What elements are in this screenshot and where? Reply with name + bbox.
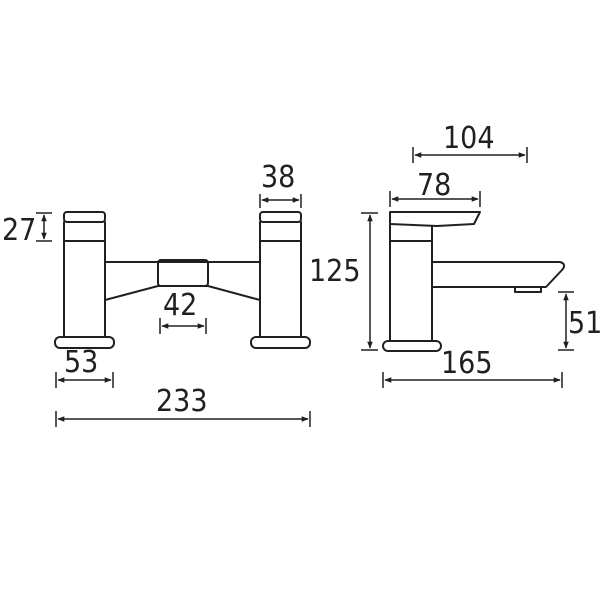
right-handle-cap [259, 211, 302, 223]
dim-label-78: 78 [417, 168, 451, 203]
left-handle-cap [63, 211, 106, 223]
left-base [54, 336, 115, 349]
side-spout [431, 261, 566, 288]
left-handle-band [63, 221, 106, 242]
side-handle-band [389, 223, 433, 242]
right-pillar-body [259, 240, 302, 338]
dim-label-125: 125 [309, 254, 361, 289]
dim-front-spout-width: 42 [159, 288, 207, 334]
dim-front-handle-width: 38 [259, 160, 302, 208]
front-view [54, 211, 311, 349]
dim-label-165: 165 [441, 346, 493, 381]
dim-label-27: 27 [2, 213, 36, 248]
side-handle-lever [389, 211, 481, 227]
side-base [382, 340, 442, 352]
dim-label-233: 233 [156, 384, 208, 419]
dim-label-104: 104 [443, 121, 495, 156]
dim-front-handle-height: 27 [2, 212, 52, 248]
side-spout-aerator [514, 286, 542, 293]
dim-side-overall-length: 165 [382, 346, 563, 388]
side-view [382, 211, 566, 352]
dim-side-spout-clearance: 51 [558, 291, 600, 351]
side-body [389, 240, 433, 342]
dim-side-overall-height: 125 [309, 212, 378, 351]
dim-label-51: 51 [568, 306, 600, 341]
dim-label-38: 38 [261, 160, 295, 195]
dim-front-base-width: 53 [55, 345, 114, 388]
dim-label-42: 42 [163, 288, 197, 323]
dim-side-overall-depth: 104 [412, 121, 528, 163]
dim-front-overall-width: 233 [55, 384, 311, 427]
left-pillar-body [63, 240, 106, 338]
right-base [250, 336, 311, 349]
right-handle-band [259, 221, 302, 242]
spout-front [157, 259, 209, 287]
dim-side-handle-depth: 78 [389, 168, 481, 207]
dim-label-53: 53 [64, 345, 98, 380]
